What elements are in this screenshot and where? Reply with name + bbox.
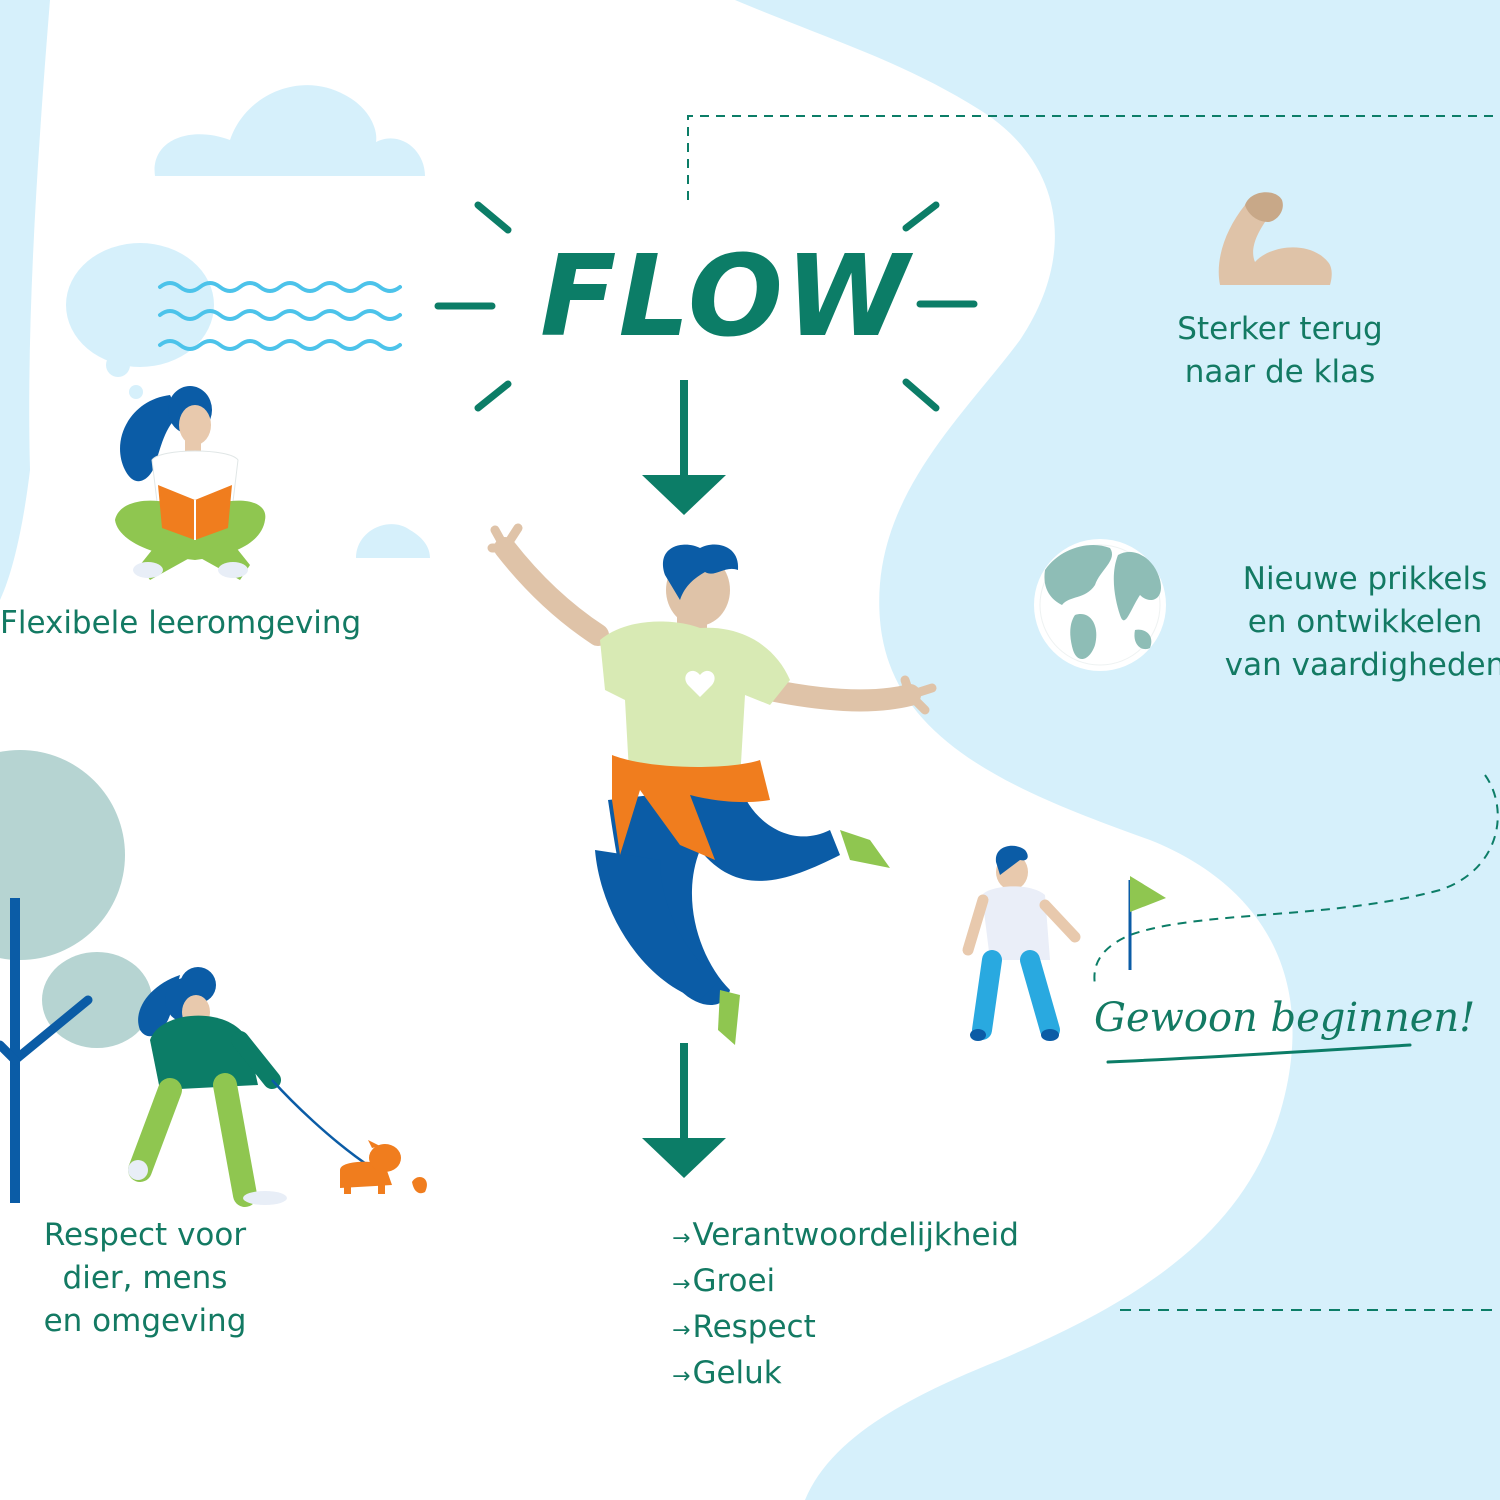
label-respect-line3: en omgeving bbox=[43, 1303, 247, 1339]
dashed-path-top bbox=[687, 115, 1500, 200]
dashed-path-flag bbox=[1093, 774, 1499, 986]
label-stronger-line2: naar de klas bbox=[1184, 354, 1376, 390]
arrow-right-icon: → bbox=[672, 1272, 691, 1297]
label-new-stimuli: Nieuwe prikkels en ontwikkelen van vaard… bbox=[1215, 558, 1500, 687]
list-item: →Groei bbox=[672, 1260, 1019, 1306]
cloud-icon bbox=[154, 85, 426, 176]
jumping-person-illustration bbox=[487, 523, 937, 1045]
arrow-right-icon: → bbox=[672, 1364, 691, 1389]
flag-icon bbox=[1128, 876, 1166, 970]
flow-title: FLOW bbox=[540, 232, 911, 362]
thought-bubble bbox=[66, 243, 214, 367]
results-list: →Verantwoordelijkheid →Groei →Respect →G… bbox=[672, 1214, 1019, 1398]
dog-icon bbox=[340, 1140, 427, 1194]
label-stimuli-line1: Nieuwe prikkels bbox=[1242, 561, 1488, 597]
list-item: →Geluk bbox=[672, 1352, 1019, 1398]
label-just-start: Gewoon beginnen! bbox=[1094, 995, 1476, 1041]
small-cloud-icon bbox=[356, 524, 430, 558]
label-stimuli-line3: van vaardigheden bbox=[1224, 647, 1500, 683]
script-underline bbox=[1106, 1043, 1412, 1064]
dog-walker-illustration bbox=[128, 967, 373, 1207]
wave-icon bbox=[158, 281, 402, 351]
left-blue-strip bbox=[0, 0, 50, 600]
result-text: Geluk bbox=[692, 1355, 782, 1391]
arrow-right-icon: → bbox=[672, 1226, 691, 1251]
result-text: Verantwoordelijkheid bbox=[692, 1217, 1019, 1253]
label-respect-line1: Respect voor bbox=[43, 1217, 247, 1253]
label-stimuli-line2: en ontwikkelen bbox=[1247, 604, 1483, 640]
arrow-right-icon: → bbox=[672, 1318, 691, 1343]
result-text: Respect bbox=[692, 1309, 816, 1345]
right-blue-blob bbox=[735, 0, 1500, 1500]
reading-person-illustration bbox=[115, 386, 266, 580]
flexed-arm-icon bbox=[1218, 192, 1332, 285]
tree-icon bbox=[0, 750, 152, 1203]
arrow-down-icon-2 bbox=[642, 1043, 726, 1178]
label-stronger-line1: Sterker terug bbox=[1177, 311, 1383, 347]
globe-icon bbox=[1034, 539, 1166, 671]
label-respect-line2: dier, mens bbox=[62, 1260, 228, 1296]
walking-person-illustration bbox=[962, 845, 1081, 1041]
label-stronger-back: Sterker terug naar de klas bbox=[1160, 308, 1400, 394]
arrow-down-icon bbox=[642, 380, 726, 515]
label-flexible-environment: Flexibele leeromgeving bbox=[0, 605, 362, 641]
flow-burst-rays bbox=[434, 201, 978, 412]
list-item: →Verantwoordelijkheid bbox=[672, 1214, 1019, 1260]
list-item: →Respect bbox=[672, 1306, 1019, 1352]
label-respect: Respect voor dier, mens en omgeving bbox=[20, 1214, 270, 1343]
result-text: Groei bbox=[692, 1263, 776, 1299]
